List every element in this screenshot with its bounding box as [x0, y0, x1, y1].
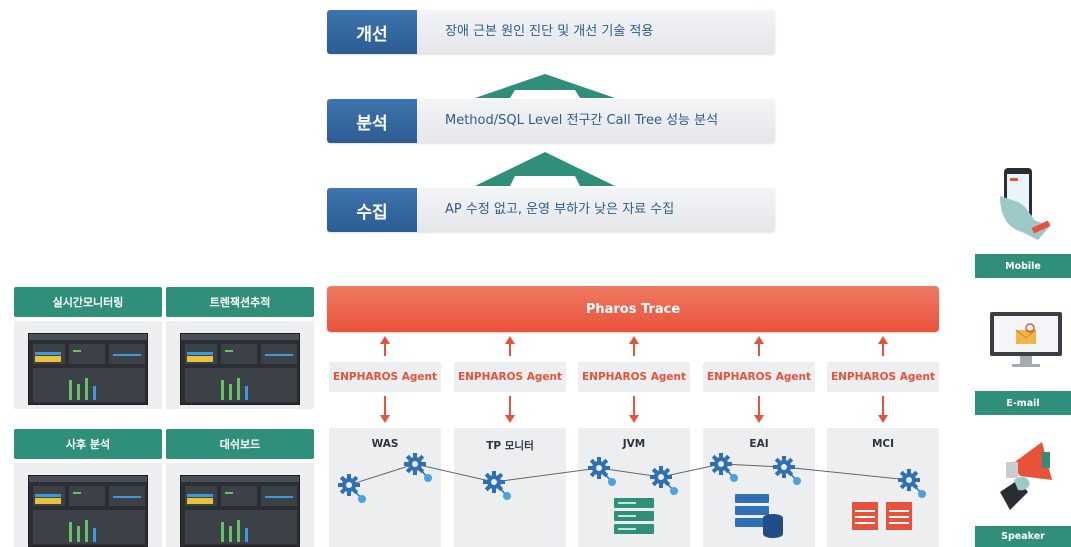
dashboard-tile-postmortem[interactable]: 사후 분석 [14, 429, 162, 547]
notify-email-button[interactable]: E-mail [975, 391, 1071, 415]
stage-analyze: 분석 Method/SQL Level 전구간 Call Tree 성능 분석 [327, 99, 775, 143]
dashboard-tile-dashboard[interactable]: 대쉬보드 [166, 429, 314, 547]
target-label: JVM [622, 438, 646, 450]
target-label: EAI [749, 438, 769, 450]
tile-label: 트렌잭션추적 [166, 287, 314, 317]
dashboard-tile-realtime[interactable]: 실시간모니터링 [14, 287, 162, 409]
stage-tag: 개선 [327, 10, 417, 54]
document-stack-icon [852, 502, 912, 530]
megaphone-icon [1000, 442, 1052, 510]
target-was: WAS [329, 428, 441, 547]
connector-line [384, 343, 386, 356]
connector-line [384, 396, 386, 416]
stage-description: AP 수정 없고, 운영 부하가 낮은 자료 수집 [445, 202, 675, 217]
arrow-up-icon [629, 336, 639, 344]
gear-icon [897, 468, 927, 499]
dashboard-screenshot-icon [180, 333, 300, 405]
database-server-icon [735, 494, 783, 538]
agent-jvm: ENPHAROS Agent [578, 362, 690, 392]
connector-line [509, 396, 511, 416]
agent-eai: ENPHAROS Agent [703, 362, 815, 392]
up-arrow-icon [475, 152, 615, 186]
dashboard-screenshot-icon [180, 475, 300, 547]
gear-icon [403, 452, 433, 483]
agent-was: ENPHAROS Agent [329, 362, 441, 392]
target-tp-monitor: TP 모니터 [454, 428, 566, 547]
dashboard-screenshot-icon [28, 333, 148, 405]
mobile-phone-icon [1000, 168, 1051, 240]
gear-icon [649, 465, 679, 496]
target-label: TP 모니터 [486, 440, 534, 452]
gear-icon [482, 470, 512, 501]
arrow-down-icon [878, 415, 888, 423]
agent-mci: ENPHAROS Agent [827, 362, 939, 392]
gear-icon [709, 452, 739, 483]
agent-tp-monitor: ENPHAROS Agent [454, 362, 566, 392]
arrow-down-icon [380, 415, 390, 423]
stage-tag: 수집 [327, 188, 417, 232]
connector-line [758, 343, 760, 356]
gear-network [337, 452, 927, 504]
arrow-up-icon [505, 336, 515, 344]
tile-label: 대쉬보드 [166, 429, 314, 459]
stage-description: 장애 근본 원인 진단 및 개선 기술 적용 [445, 24, 654, 39]
tile-preview [14, 463, 162, 547]
stage-description: Method/SQL Level 전구간 Call Tree 성능 분석 [445, 113, 719, 128]
arrow-down-icon [629, 415, 639, 423]
tile-label: 실시간모니터링 [14, 287, 162, 317]
up-arrow-icon [475, 74, 615, 98]
email-monitor-icon [990, 312, 1062, 367]
dashboard-screenshot-icon [28, 475, 148, 547]
tile-preview [14, 321, 162, 409]
target-eai: EAI [703, 428, 815, 547]
target-label: MCI [871, 438, 895, 450]
arrow-up-icon [380, 336, 390, 344]
server-rack-icon [614, 498, 654, 534]
gear-icon [772, 455, 802, 486]
arrow-down-icon [505, 415, 515, 423]
pharos-trace-bar: Pharos Trace [327, 286, 939, 332]
connector-line [882, 343, 884, 356]
arrow-up-icon [878, 336, 888, 344]
stage-collect: 수집 AP 수정 없고, 운영 부하가 낮은 자료 수집 [327, 188, 775, 232]
gear-icon [337, 473, 367, 504]
tile-label: 사후 분석 [14, 429, 162, 459]
dashboard-tile-transaction[interactable]: 트렌잭션추적 [166, 287, 314, 409]
gear-icon [587, 456, 617, 487]
connector-line [758, 396, 760, 416]
notify-mobile-button[interactable]: Mobile [975, 254, 1071, 278]
target-mci: MCI [827, 428, 939, 547]
connector-line [633, 396, 635, 416]
tile-preview [166, 321, 314, 409]
target-label: WAS [371, 438, 399, 450]
notify-speaker-button[interactable]: Speaker [975, 526, 1071, 547]
arrow-up-icon [754, 336, 764, 344]
tile-preview [166, 463, 314, 547]
stage-improve: 개선 장애 근본 원인 진단 및 개선 기술 적용 [327, 10, 775, 54]
connector-line [509, 343, 511, 356]
connector-line [882, 396, 884, 416]
arrow-down-icon [754, 415, 764, 423]
connector-line [633, 343, 635, 356]
stage-tag: 분석 [327, 99, 417, 143]
